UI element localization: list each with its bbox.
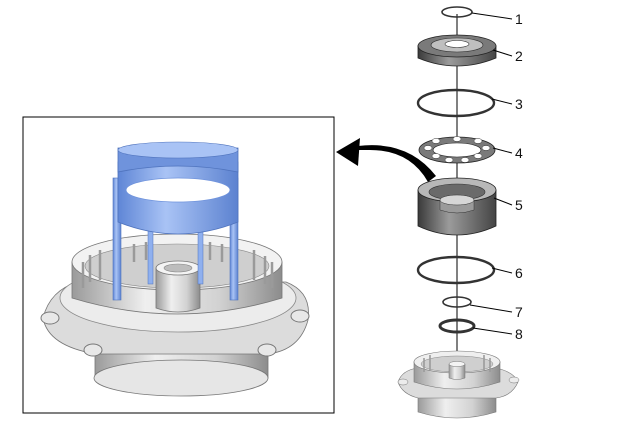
mounting-lug [83,343,103,357]
callout-4: 4 [515,145,523,161]
part-8-seal-ring [438,318,476,334]
part-4-spring-plate [418,136,496,164]
part-2-cover [417,34,497,67]
callout-1: 1 [515,11,523,27]
part-3-snap-ring [416,88,496,118]
detail-special-tool [112,141,239,301]
callout-3: 3 [515,96,523,112]
housing [397,350,520,419]
callout-2: 2 [515,48,523,64]
part-5-piston [417,177,497,236]
callout-6: 6 [515,265,523,281]
callout-5: 5 [515,197,523,213]
part-1-snap-ring [441,6,473,18]
detail-arrow [336,138,436,182]
callout-8: 8 [515,326,523,342]
part-6-snap-ring [416,255,496,285]
mounting-lug [40,311,60,325]
part-7-o-ring [442,296,472,308]
mounting-lug [257,343,277,357]
callout-7: 7 [515,304,523,320]
mounting-lug [290,309,310,323]
leader-lines [469,12,513,335]
